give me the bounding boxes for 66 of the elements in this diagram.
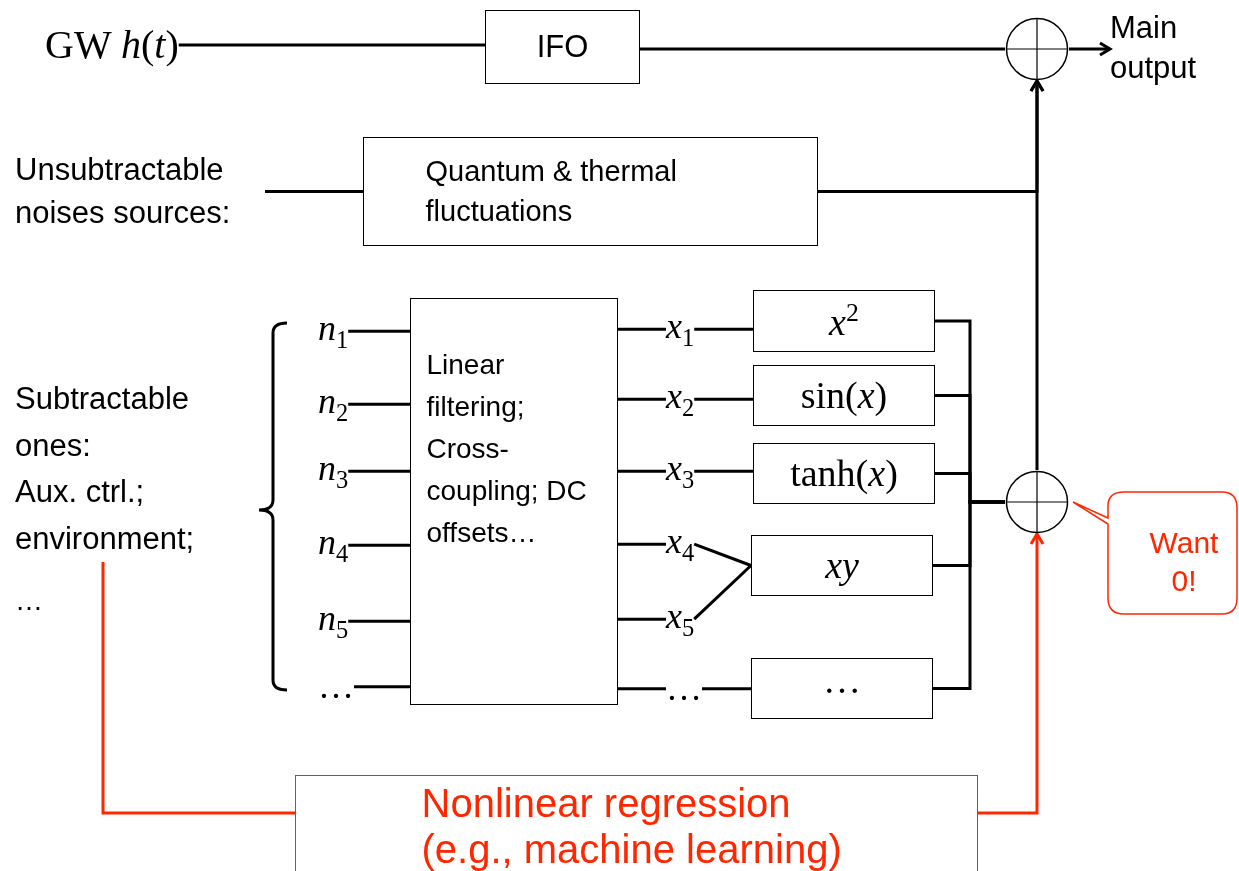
signal-label: GW h(t) [45, 22, 179, 68]
connector [618, 327, 666, 331]
callout-bubble [1072, 490, 1238, 616]
connector [933, 500, 1005, 690]
connector [1069, 41, 1112, 57]
connector [978, 532, 1045, 815]
variable-label: n$_{5}$ [318, 598, 349, 645]
box-label: IFO [536, 29, 589, 65]
box-label: x$^{2}$ [829, 297, 859, 345]
source-label: Unsubtractable noises sources: [15, 148, 265, 235]
output-label: Main output [1110, 8, 1239, 89]
variable-label: x$_{5}$ [666, 596, 695, 643]
connector [348, 402, 410, 406]
box-label: Nonlinear regression (e.g., machine learning) [421, 780, 843, 871]
connector [640, 47, 1005, 51]
connector [694, 327, 753, 331]
connector [348, 619, 410, 623]
connector [348, 543, 410, 547]
connector [178, 43, 485, 47]
function-box [751, 658, 933, 719]
connector [693, 542, 752, 567]
function-box [753, 290, 935, 352]
callout-text: Want 0! [1148, 525, 1220, 599]
connector [1029, 79, 1045, 470]
connector [693, 564, 753, 621]
function-box [753, 443, 935, 504]
connector [348, 469, 410, 473]
summing-junction [1005, 17, 1069, 81]
summing-junction [1005, 470, 1069, 534]
function-box [751, 535, 933, 596]
connector [618, 617, 666, 621]
variable-label: n$_{3}$ [318, 448, 349, 495]
connector [354, 685, 410, 689]
variable-label: x$_{3}$ [666, 448, 695, 495]
connector [101, 562, 295, 815]
process-box [410, 298, 618, 705]
variable-label: … [666, 668, 702, 710]
connector [618, 469, 666, 473]
connector [348, 329, 410, 333]
connector [265, 189, 363, 193]
function-box [753, 365, 935, 426]
box-label: tanh(x) [790, 451, 898, 496]
box-label: xy [825, 543, 859, 588]
variable-label: x$_{2}$ [666, 376, 695, 423]
process-box [485, 10, 640, 84]
variable-label: n$_{2}$ [318, 381, 349, 428]
regression-box [295, 775, 978, 871]
source-label: Subtractable ones: [15, 380, 191, 465]
box-label: Linear filtering; Cross-coupling; DC offsets… [426, 348, 588, 550]
variable-label: x$_{1}$ [666, 306, 695, 353]
variable-label: n$_{1}$ [318, 308, 349, 355]
source-label: Aux. ctrl.; environment; [15, 473, 196, 558]
connector [694, 397, 753, 401]
variable-label: n$_{4}$ [318, 522, 349, 569]
ellipsis-text: … [15, 585, 43, 617]
connector [694, 469, 753, 473]
box-label: sin(x) [800, 373, 888, 418]
connector [618, 687, 666, 691]
process-box [363, 137, 818, 246]
variable-label: … [318, 666, 354, 708]
connector [702, 687, 751, 691]
variable-label: x$_{4}$ [666, 521, 695, 568]
connector [618, 397, 666, 401]
connector [618, 542, 666, 546]
box-label: … [823, 659, 861, 703]
box-label: Quantum & thermal fluctuations [425, 154, 678, 229]
